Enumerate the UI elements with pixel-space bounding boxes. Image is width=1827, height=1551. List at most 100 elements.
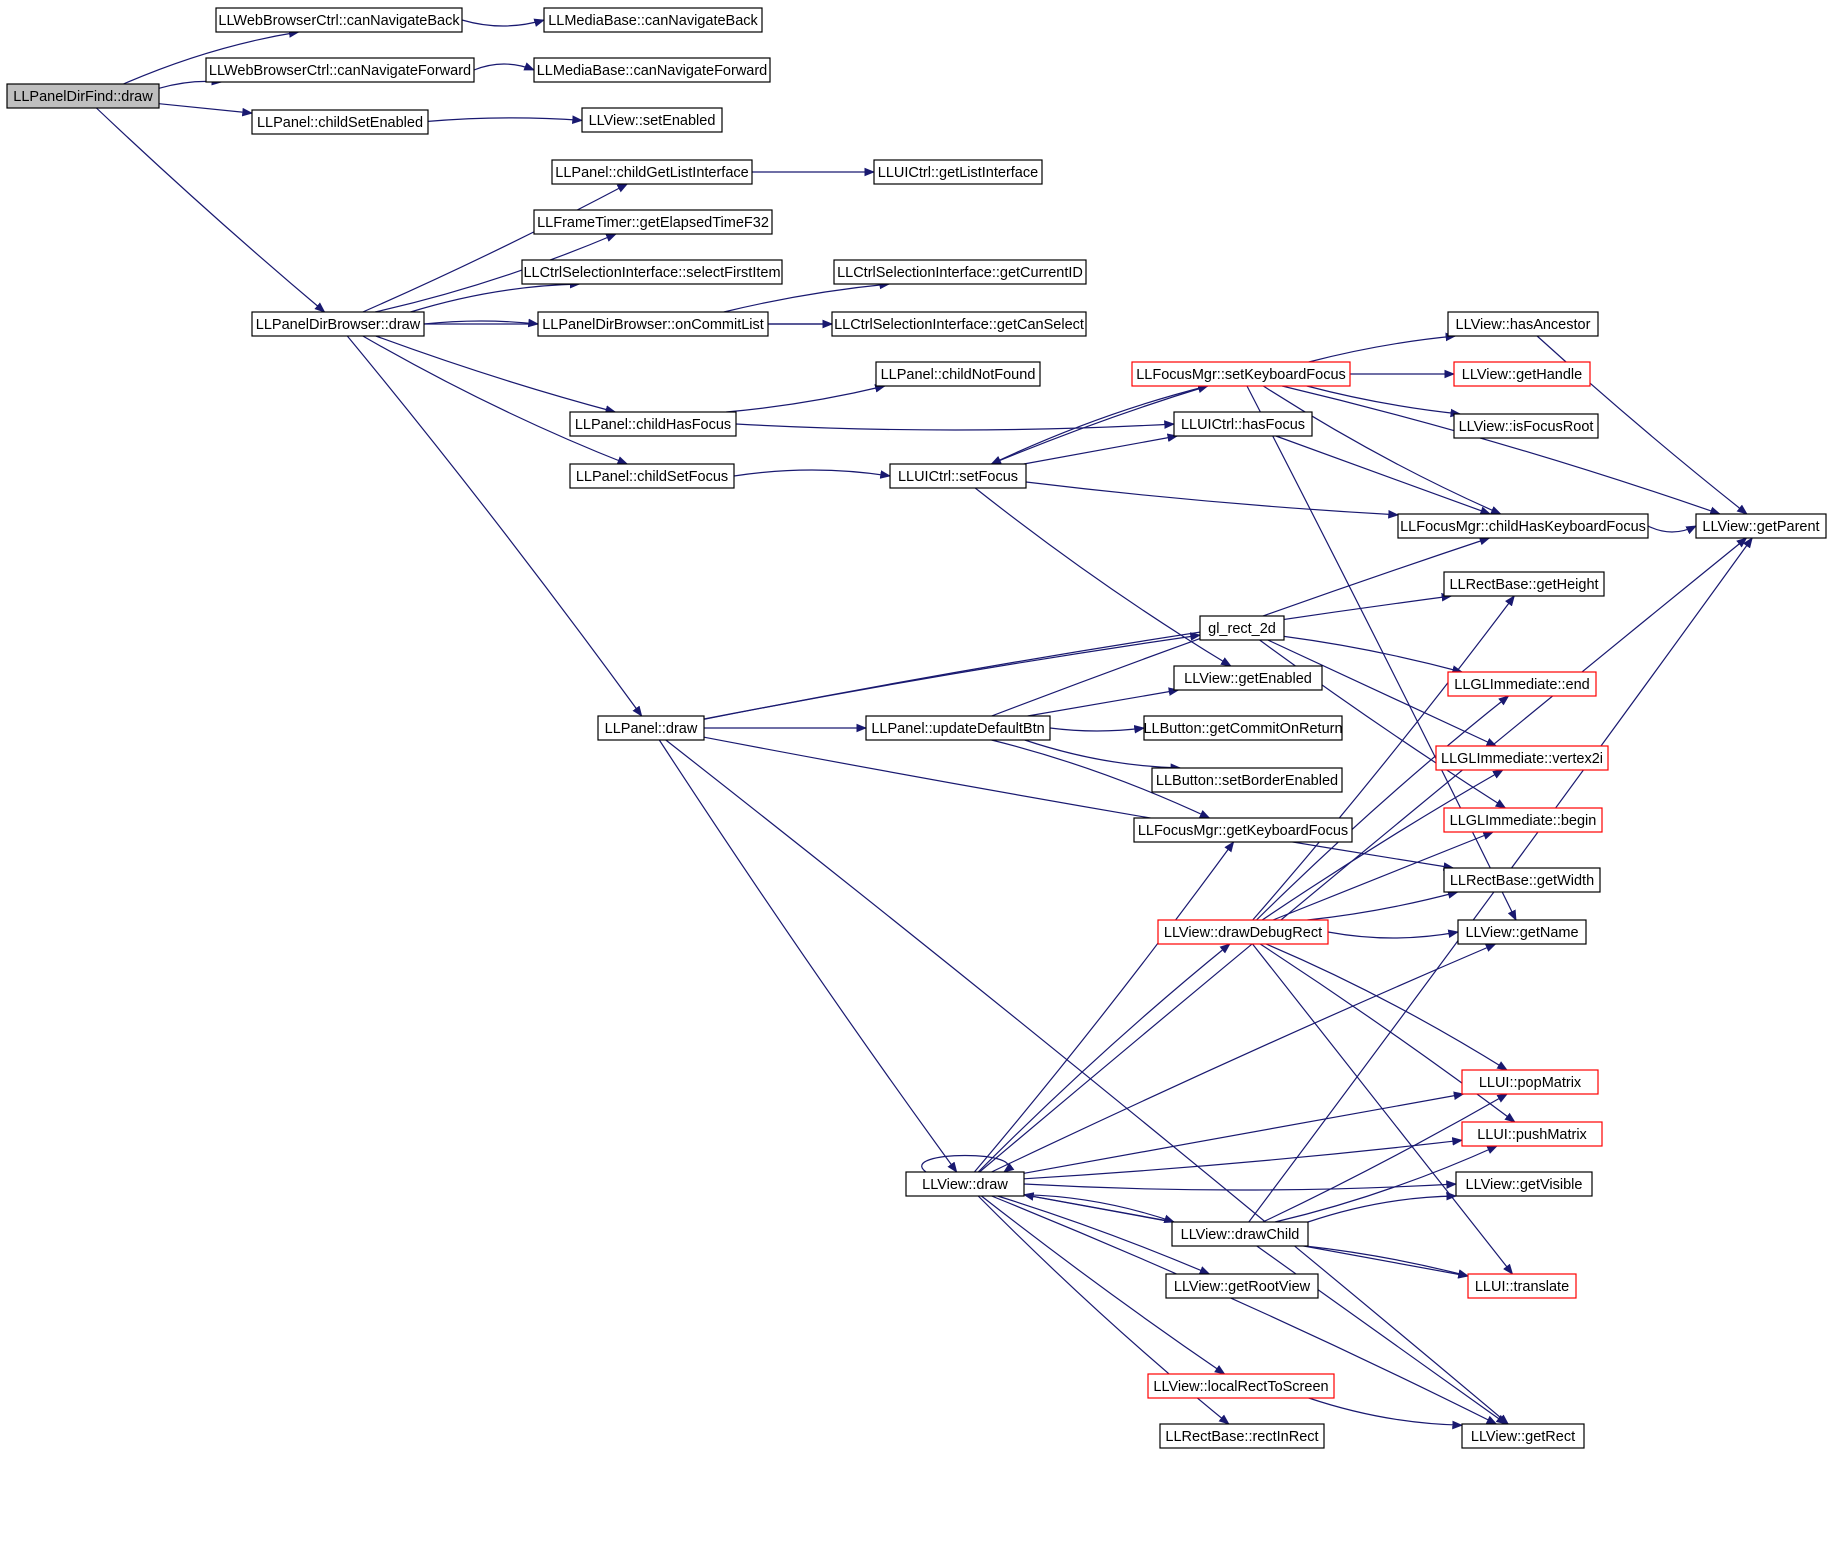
node-label: LLRectBase::rectInRect	[1165, 1429, 1318, 1445]
edge-llpanel-updatedefaultbtn-to-llbutton-setborderenabled	[1024, 739, 1182, 773]
node-llbutton-setborderenabled[interactable]: LLButton::setBorderEnabled	[1151, 767, 1343, 793]
node-llui-popmatrix[interactable]: LLUI::popMatrix	[1461, 1069, 1599, 1095]
node-llpanel-draw[interactable]: LLPanel::draw	[597, 715, 705, 741]
node-llview-drawdebugrect[interactable]: LLView::drawDebugRect	[1157, 919, 1329, 945]
node-llframetimer-getelapsedtimef32[interactable]: LLFrameTimer::getElapsedTimeF32	[533, 209, 773, 235]
node-label: LLPanelDirBrowser::draw	[256, 317, 421, 333]
node-label: LLButton::getCommitOnReturn	[1143, 721, 1342, 737]
node-llview-isfocusroot[interactable]: LLView::isFocusRoot	[1453, 413, 1599, 439]
node-llwebbrowserctrl-cannavigateback[interactable]: LLWebBrowserCtrl::canNavigateBack	[215, 7, 463, 33]
node-llpanel-childnotfound[interactable]: LLPanel::childNotFound	[875, 361, 1041, 387]
edge-llfocusmgr-setkeyboardfocus-to-llview-hasancestor	[1308, 332, 1457, 363]
edge-llview-draw-to-llview-getname	[991, 943, 1497, 1173]
node-llview-setenabled[interactable]: LLView::setEnabled	[581, 107, 723, 133]
node-llbutton-getcommitonreturn[interactable]: LLButton::getCommitOnReturn	[1143, 715, 1343, 741]
node-llfocusmgr-getkeyboardfocus[interactable]: LLFocusMgr::getKeyboardFocus	[1133, 817, 1353, 843]
node-lluictrl-getlistinterface[interactable]: LLUICtrl::getListInterface	[873, 159, 1043, 185]
node-llpanel-childgetlistinterface[interactable]: LLPanel::childGetListInterface	[551, 159, 753, 185]
node-llview-getname[interactable]: LLView::getName	[1457, 919, 1587, 945]
edge-llpanel-childhasfocus-to-lluictrl-hasfocus	[735, 420, 1176, 431]
node-llview-getrect[interactable]: LLView::getRect	[1461, 1423, 1585, 1449]
edge-llpanel-draw-to-llrectbase-getwidth	[703, 736, 1455, 871]
node-box	[597, 715, 705, 741]
node-label: LLView::isFocusRoot	[1459, 419, 1594, 435]
node-llpaneldirbrowser-oncommitlist[interactable]: LLPanelDirBrowser::onCommitList	[537, 311, 769, 337]
edge-llview-drawchild-to-llui-popmatrix	[1262, 1093, 1509, 1223]
node-llctrlselectioninterface-getcanselect[interactable]: LLCtrlSelectionInterface::getCanSelect	[831, 311, 1087, 337]
node-llglimmediate-end[interactable]: LLGLImmediate::end	[1447, 671, 1597, 697]
edge-llfocusmgr-setkeyboardfocus-to-lluictrl-setfocus	[990, 385, 1208, 465]
node-llglimmediate-vertex2i[interactable]: LLGLImmediate::vertex2i	[1435, 745, 1609, 771]
node-label: LLView::localRectToScreen	[1153, 1379, 1328, 1395]
node-llmediabase-cannavigateforward[interactable]: LLMediaBase::canNavigateForward	[533, 57, 771, 83]
node-llctrlselectioninterface-selectfirstitem[interactable]: LLCtrlSelectionInterface::selectFirstIte…	[521, 259, 783, 285]
node-llctrlselectioninterface-getcurrentid[interactable]: LLCtrlSelectionInterface::getCurrentID	[833, 259, 1087, 285]
node-llview-localrecttoscreen[interactable]: LLView::localRectToScreen	[1147, 1373, 1335, 1399]
node-box	[1447, 311, 1599, 337]
node-llui-pushmatrix[interactable]: LLUI::pushMatrix	[1461, 1121, 1603, 1147]
edge-llview-drawdebugrect-to-llui-popmatrix	[1265, 943, 1508, 1071]
node-label: LLView::getRect	[1471, 1429, 1575, 1445]
node-label: LLPanel::childGetListInterface	[555, 165, 748, 181]
node-llui-translate[interactable]: LLUI::translate	[1467, 1273, 1577, 1299]
node-box	[1455, 1171, 1593, 1197]
edge-llview-draw-to-llview-getvisible	[1023, 1180, 1458, 1191]
node-box	[1131, 361, 1351, 387]
edge-gl-rect-2d-to-llglimmediate-end	[1283, 635, 1464, 674]
node-llview-drawchild[interactable]: LLView::drawChild	[1171, 1221, 1309, 1247]
edge-llpaneldirbrowser-draw-to-llpanel-draw	[346, 335, 643, 717]
node-llpaneldirfind-draw[interactable]: LLPanelDirFind::draw	[6, 83, 160, 109]
node-box	[1199, 615, 1285, 641]
node-llfocusmgr-childhaskeyboardfocus[interactable]: LLFocusMgr::childHasKeyboardFocus	[1397, 513, 1649, 539]
node-llview-draw[interactable]: LLView::draw	[905, 1171, 1025, 1197]
node-box	[1159, 1423, 1325, 1449]
node-llrectbase-getwidth[interactable]: LLRectBase::getWidth	[1443, 867, 1601, 893]
node-box	[533, 57, 771, 83]
node-llglimmediate-begin[interactable]: LLGLImmediate::begin	[1443, 807, 1603, 833]
node-box	[521, 259, 783, 285]
node-gl-rect-2d[interactable]: gl_rect_2d	[1199, 615, 1285, 641]
node-llpaneldirbrowser-draw[interactable]: LLPanelDirBrowser::draw	[251, 311, 425, 337]
node-label: LLGLImmediate::vertex2i	[1441, 751, 1603, 767]
edge-llpanel-childhasfocus-to-llpanel-childnotfound	[726, 384, 886, 413]
node-llwebbrowserctrl-cannavigateforward[interactable]: LLWebBrowserCtrl::canNavigateForward	[205, 57, 475, 83]
node-box	[1453, 413, 1599, 439]
node-llpanel-childsetfocus[interactable]: LLPanel::childSetFocus	[569, 463, 735, 489]
node-llview-getrootview[interactable]: LLView::getRootView	[1165, 1273, 1319, 1299]
node-llview-getvisible[interactable]: LLView::getVisible	[1455, 1171, 1593, 1197]
node-llview-hasancestor[interactable]: LLView::hasAncestor	[1447, 311, 1599, 337]
edge-llview-drawchild-to-llview-draw	[1022, 1192, 1175, 1223]
node-box	[1443, 571, 1605, 597]
node-label: LLPanel::childNotFound	[881, 367, 1036, 383]
node-label: LLRectBase::getHeight	[1449, 577, 1598, 593]
node-llrectbase-getheight[interactable]: LLRectBase::getHeight	[1443, 571, 1605, 597]
edge-llpaneldirbrowser-draw-to-llpanel-childhasfocus	[375, 335, 617, 414]
node-label: LLFocusMgr::childHasKeyboardFocus	[1400, 519, 1646, 535]
node-llview-gethandle[interactable]: LLView::getHandle	[1453, 361, 1591, 387]
node-llfocusmgr-setkeyboardfocus[interactable]: LLFocusMgr::setKeyboardFocus	[1131, 361, 1351, 387]
node-label: LLView::drawDebugRect	[1164, 925, 1322, 941]
node-box	[569, 463, 735, 489]
node-box	[1147, 1373, 1335, 1399]
node-llrectbase-rectinrect[interactable]: LLRectBase::rectInRect	[1159, 1423, 1325, 1449]
node-box	[889, 463, 1027, 489]
node-label: LLCtrlSelectionInterface::selectFirstIte…	[523, 265, 780, 281]
node-llmediabase-cannavigateback[interactable]: LLMediaBase::canNavigateBack	[543, 7, 763, 33]
edge-llfocusmgr-childhaskeyboardfocus-to-llview-getparent	[1647, 525, 1697, 535]
node-box	[905, 1171, 1025, 1197]
node-box	[6, 83, 160, 109]
node-lluictrl-hasfocus[interactable]: LLUICtrl::hasFocus	[1173, 411, 1313, 437]
edge-llpaneldirbrowser-draw-to-llframetimer-getelapsedtimef32	[374, 233, 617, 313]
node-llpanel-updatedefaultbtn[interactable]: LLPanel::updateDefaultBtn	[865, 715, 1051, 741]
node-llpanel-childhasfocus[interactable]: LLPanel::childHasFocus	[569, 411, 737, 437]
node-llview-getparent[interactable]: LLView::getParent	[1695, 513, 1827, 539]
edge-llfocusmgr-setkeyboardfocus-to-llview-getparent	[1281, 385, 1721, 515]
node-box	[1467, 1273, 1577, 1299]
edge-llpanel-updatedefaultbtn-to-llbutton-getcommitonreturn	[1049, 724, 1146, 734]
node-box	[205, 57, 475, 83]
edge-llpanel-updatedefaultbtn-to-llfocusmgr-getkeyboardfocus	[991, 739, 1211, 819]
node-llview-getenabled[interactable]: LLView::getEnabled	[1173, 665, 1323, 691]
node-label: LLPanel::updateDefaultBtn	[871, 721, 1044, 737]
node-llpanel-childsetenabled[interactable]: LLPanel::childSetEnabled	[251, 109, 429, 135]
node-lluictrl-setfocus[interactable]: LLUICtrl::setFocus	[889, 463, 1027, 489]
